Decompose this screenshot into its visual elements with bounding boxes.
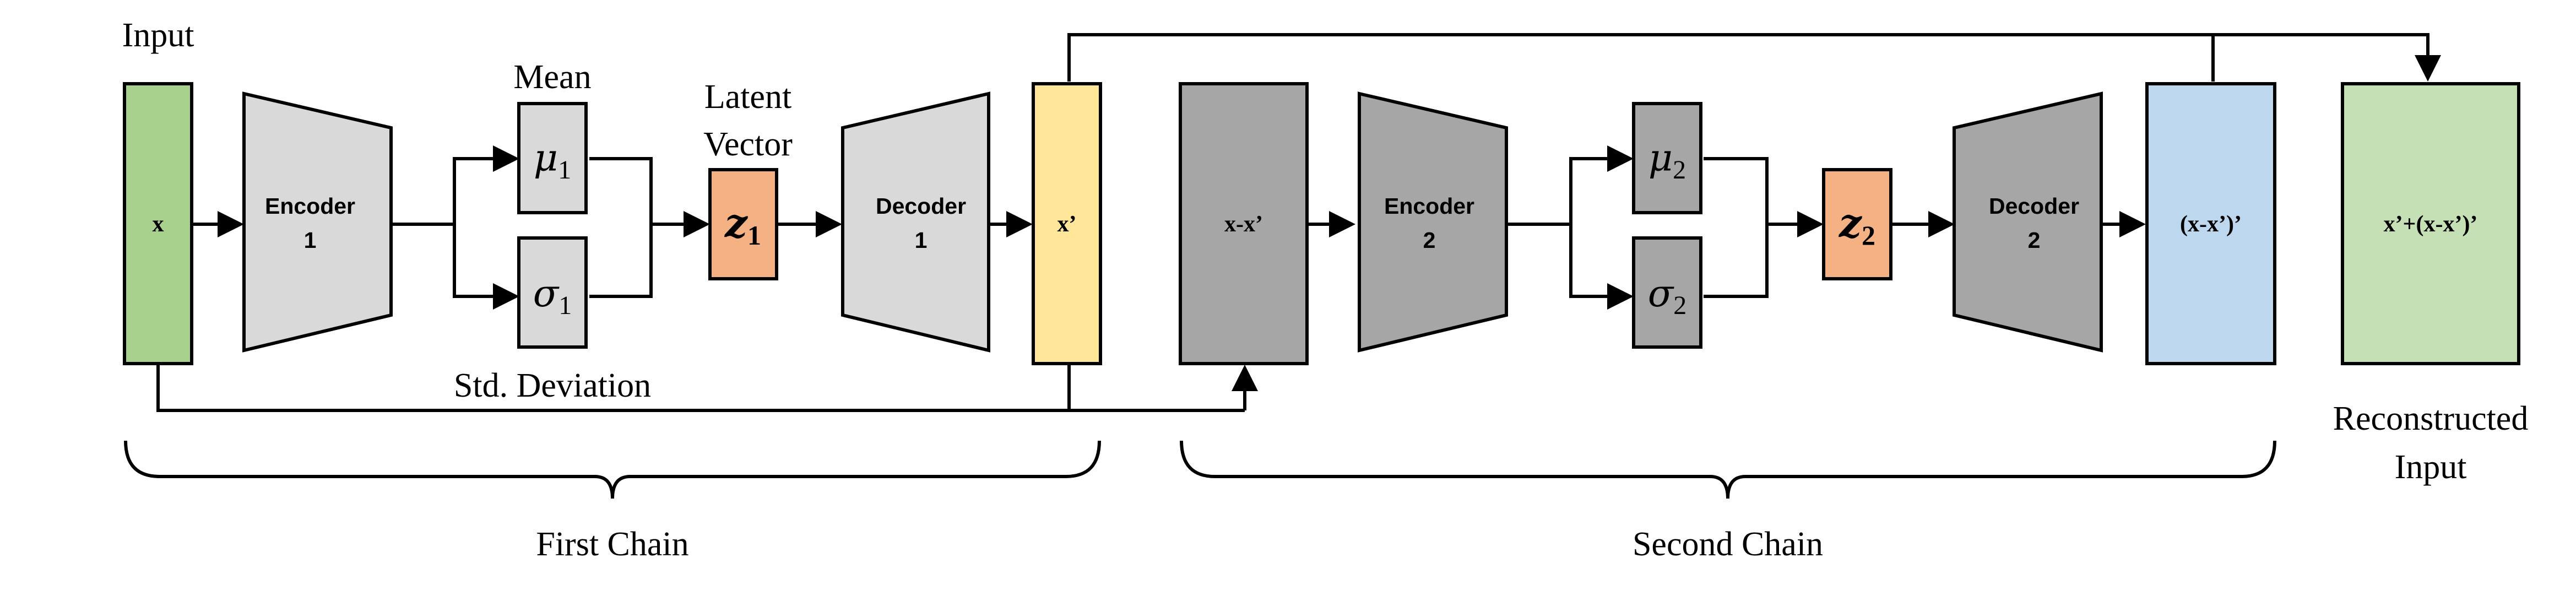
sigma1-subscript: 1 [558, 291, 572, 320]
second-chain-brace [1180, 440, 2276, 499]
encoder1-block [242, 91, 393, 353]
input-x-box [123, 82, 193, 365]
connections [156, 33, 2441, 412]
mu1-symbol: μ [534, 137, 558, 180]
encoder2-number: 2 [1423, 228, 1436, 253]
z1-symbol: z [724, 199, 749, 246]
xprime-box [1032, 82, 1102, 365]
second-chain-label: Second Chain [1633, 526, 1823, 563]
sigma1-symbol: σ [533, 272, 560, 316]
z2-subscript: 2 [1862, 220, 1875, 251]
latent-label-line2: Vector [703, 126, 793, 163]
sigma2-symbol: σ [1648, 272, 1674, 316]
encoder2-block [1358, 91, 1508, 353]
final-output-label: x’+(x-x’)’ [2384, 212, 2478, 237]
sigma1-box [517, 236, 588, 349]
encoder2-label: Encoder [1384, 193, 1474, 219]
mu1-box [517, 102, 588, 214]
xprime-label: x’ [1057, 212, 1077, 237]
reconstructed-label-line2: Input [2395, 448, 2467, 486]
z1-box [708, 168, 778, 280]
svg-text:σ2: σ2 [1648, 272, 1686, 320]
wire-merge2 [1704, 157, 1769, 298]
z2-box [1822, 168, 1892, 280]
wire-merge1 [589, 157, 653, 298]
z1-subscript: 1 [747, 220, 761, 251]
svg-text:z1: z1 [724, 199, 761, 251]
sigma2-box [1632, 236, 1702, 349]
decoder1-number: 1 [915, 228, 928, 253]
decoder1-block [841, 91, 990, 353]
decoder2-number: 2 [2028, 228, 2041, 253]
mean-label: Mean [513, 58, 591, 96]
decoder1-label: Decoder [876, 193, 966, 219]
latent-label-line1: Latent [704, 78, 791, 116]
mu2-box [1632, 102, 1702, 214]
mu2-subscript: 2 [1673, 155, 1686, 185]
encoder1-label: Encoder [265, 193, 355, 219]
input-x-label: x [153, 212, 164, 237]
decoder2-block [1953, 91, 2103, 353]
decoder2-label: Decoder [1989, 193, 2079, 219]
sigma2-subscript: 2 [1673, 291, 1686, 320]
svg-text:μ2: μ2 [1648, 137, 1686, 185]
std-deviation-label: Std. Deviation [454, 367, 651, 404]
recon-diff-label: (x-x’)’ [2180, 212, 2242, 237]
final-output-box [2341, 82, 2520, 365]
mu1-subscript: 1 [558, 155, 571, 185]
x-minus-xprime-box [1179, 82, 1309, 365]
z2-symbol: z [1838, 199, 1863, 246]
recon-diff-box [2145, 82, 2276, 365]
svg-text:σ1: σ1 [533, 272, 572, 320]
input-label: Input [122, 17, 194, 54]
arrow-xprime-to-final [1067, 33, 2441, 82]
encoder1-number: 1 [304, 228, 317, 253]
first-chain-label: First Chain [536, 526, 688, 563]
mu2-symbol: μ [1648, 137, 1673, 180]
svg-text:μ1: μ1 [534, 137, 571, 185]
x-minus-xprime-label: x-x’ [1224, 212, 1263, 237]
reconstructed-label-line1: Reconstructed [2333, 400, 2529, 437]
first-chain-brace [124, 440, 1101, 499]
wire-x-bottom [156, 364, 1245, 412]
svg-text:z2: z2 [1838, 199, 1875, 251]
